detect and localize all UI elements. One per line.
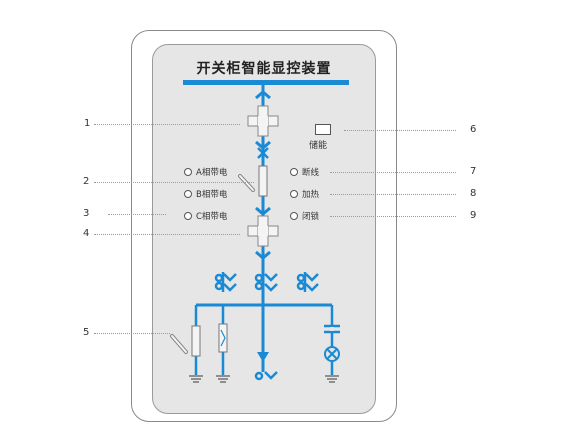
circuit-breaker [258, 165, 268, 197]
lower-plug-chevron-top [255, 206, 271, 216]
callout-5: 5 [83, 327, 90, 338]
indicator-heating: 加热 [290, 188, 319, 200]
capacitor [324, 324, 340, 334]
earthing-switch [191, 325, 201, 357]
callout-3: 3 [83, 208, 90, 219]
indicator-label: B相带电 [196, 190, 228, 200]
outgoing-arrow [257, 352, 269, 362]
leader-line-3 [108, 214, 166, 215]
indicator-label: 加热 [302, 190, 320, 200]
indicator-dot [184, 168, 192, 176]
upper-isolating-plug [247, 105, 279, 137]
indicator-dot [184, 212, 192, 220]
upper-plug-chevron [255, 90, 271, 100]
indicator-dot [184, 190, 192, 198]
callout-6: 6 [470, 124, 477, 135]
indicator-label: C相带电 [196, 212, 228, 222]
callout-4: 4 [83, 228, 90, 239]
leader-line-5 [94, 333, 170, 334]
breaker-x-mark [257, 147, 269, 159]
indicator-dot [290, 168, 298, 176]
callout-7: 7 [470, 166, 477, 177]
callout-2: 2 [83, 176, 90, 187]
leader-line-6 [344, 130, 456, 131]
ground-symbol-3 [325, 375, 339, 383]
lower-plug-chevron-bottom [255, 250, 271, 260]
indicator-phase-a: A相带电 [184, 166, 227, 178]
plug-chevron-lower [255, 140, 271, 150]
indicator-lamp [324, 346, 340, 362]
leader-line-7 [330, 172, 456, 173]
callout-1: 1 [84, 118, 91, 129]
zero-sequence-ct [254, 371, 278, 381]
ground-symbol-1 [189, 375, 203, 383]
leader-line-2 [94, 182, 254, 183]
indicator-phase-b: B相带电 [184, 188, 227, 200]
ground-symbol-2 [216, 375, 230, 383]
leader-line-4 [94, 234, 240, 235]
indicator-label: A相带电 [196, 168, 228, 178]
indicator-label: 闭锁 [302, 212, 320, 222]
lower-isolating-plug [247, 215, 279, 247]
current-transformer-b [254, 273, 278, 292]
callout-8: 8 [470, 188, 477, 199]
indicator-dot [290, 190, 298, 198]
callout-9: 9 [470, 210, 477, 221]
panel-title: 开关柜智能显控装置 [196, 61, 332, 77]
leader-line-9 [330, 216, 456, 217]
main-busbar [183, 80, 349, 85]
current-transformer-c [296, 272, 319, 292]
current-transformer-a [214, 272, 237, 292]
indicator-phase-c: C相带电 [184, 210, 227, 222]
indicator-label: 断线 [302, 168, 320, 178]
storage-label: 储能 [309, 141, 328, 151]
indicator-lockout: 闭锁 [290, 210, 319, 222]
leader-line-1 [94, 124, 240, 125]
storage-indicator-box [315, 124, 331, 135]
indicator-disconnect: 断线 [290, 166, 319, 178]
indicator-dot [290, 212, 298, 220]
surge-arrester [218, 323, 228, 353]
leader-line-8 [330, 194, 456, 195]
